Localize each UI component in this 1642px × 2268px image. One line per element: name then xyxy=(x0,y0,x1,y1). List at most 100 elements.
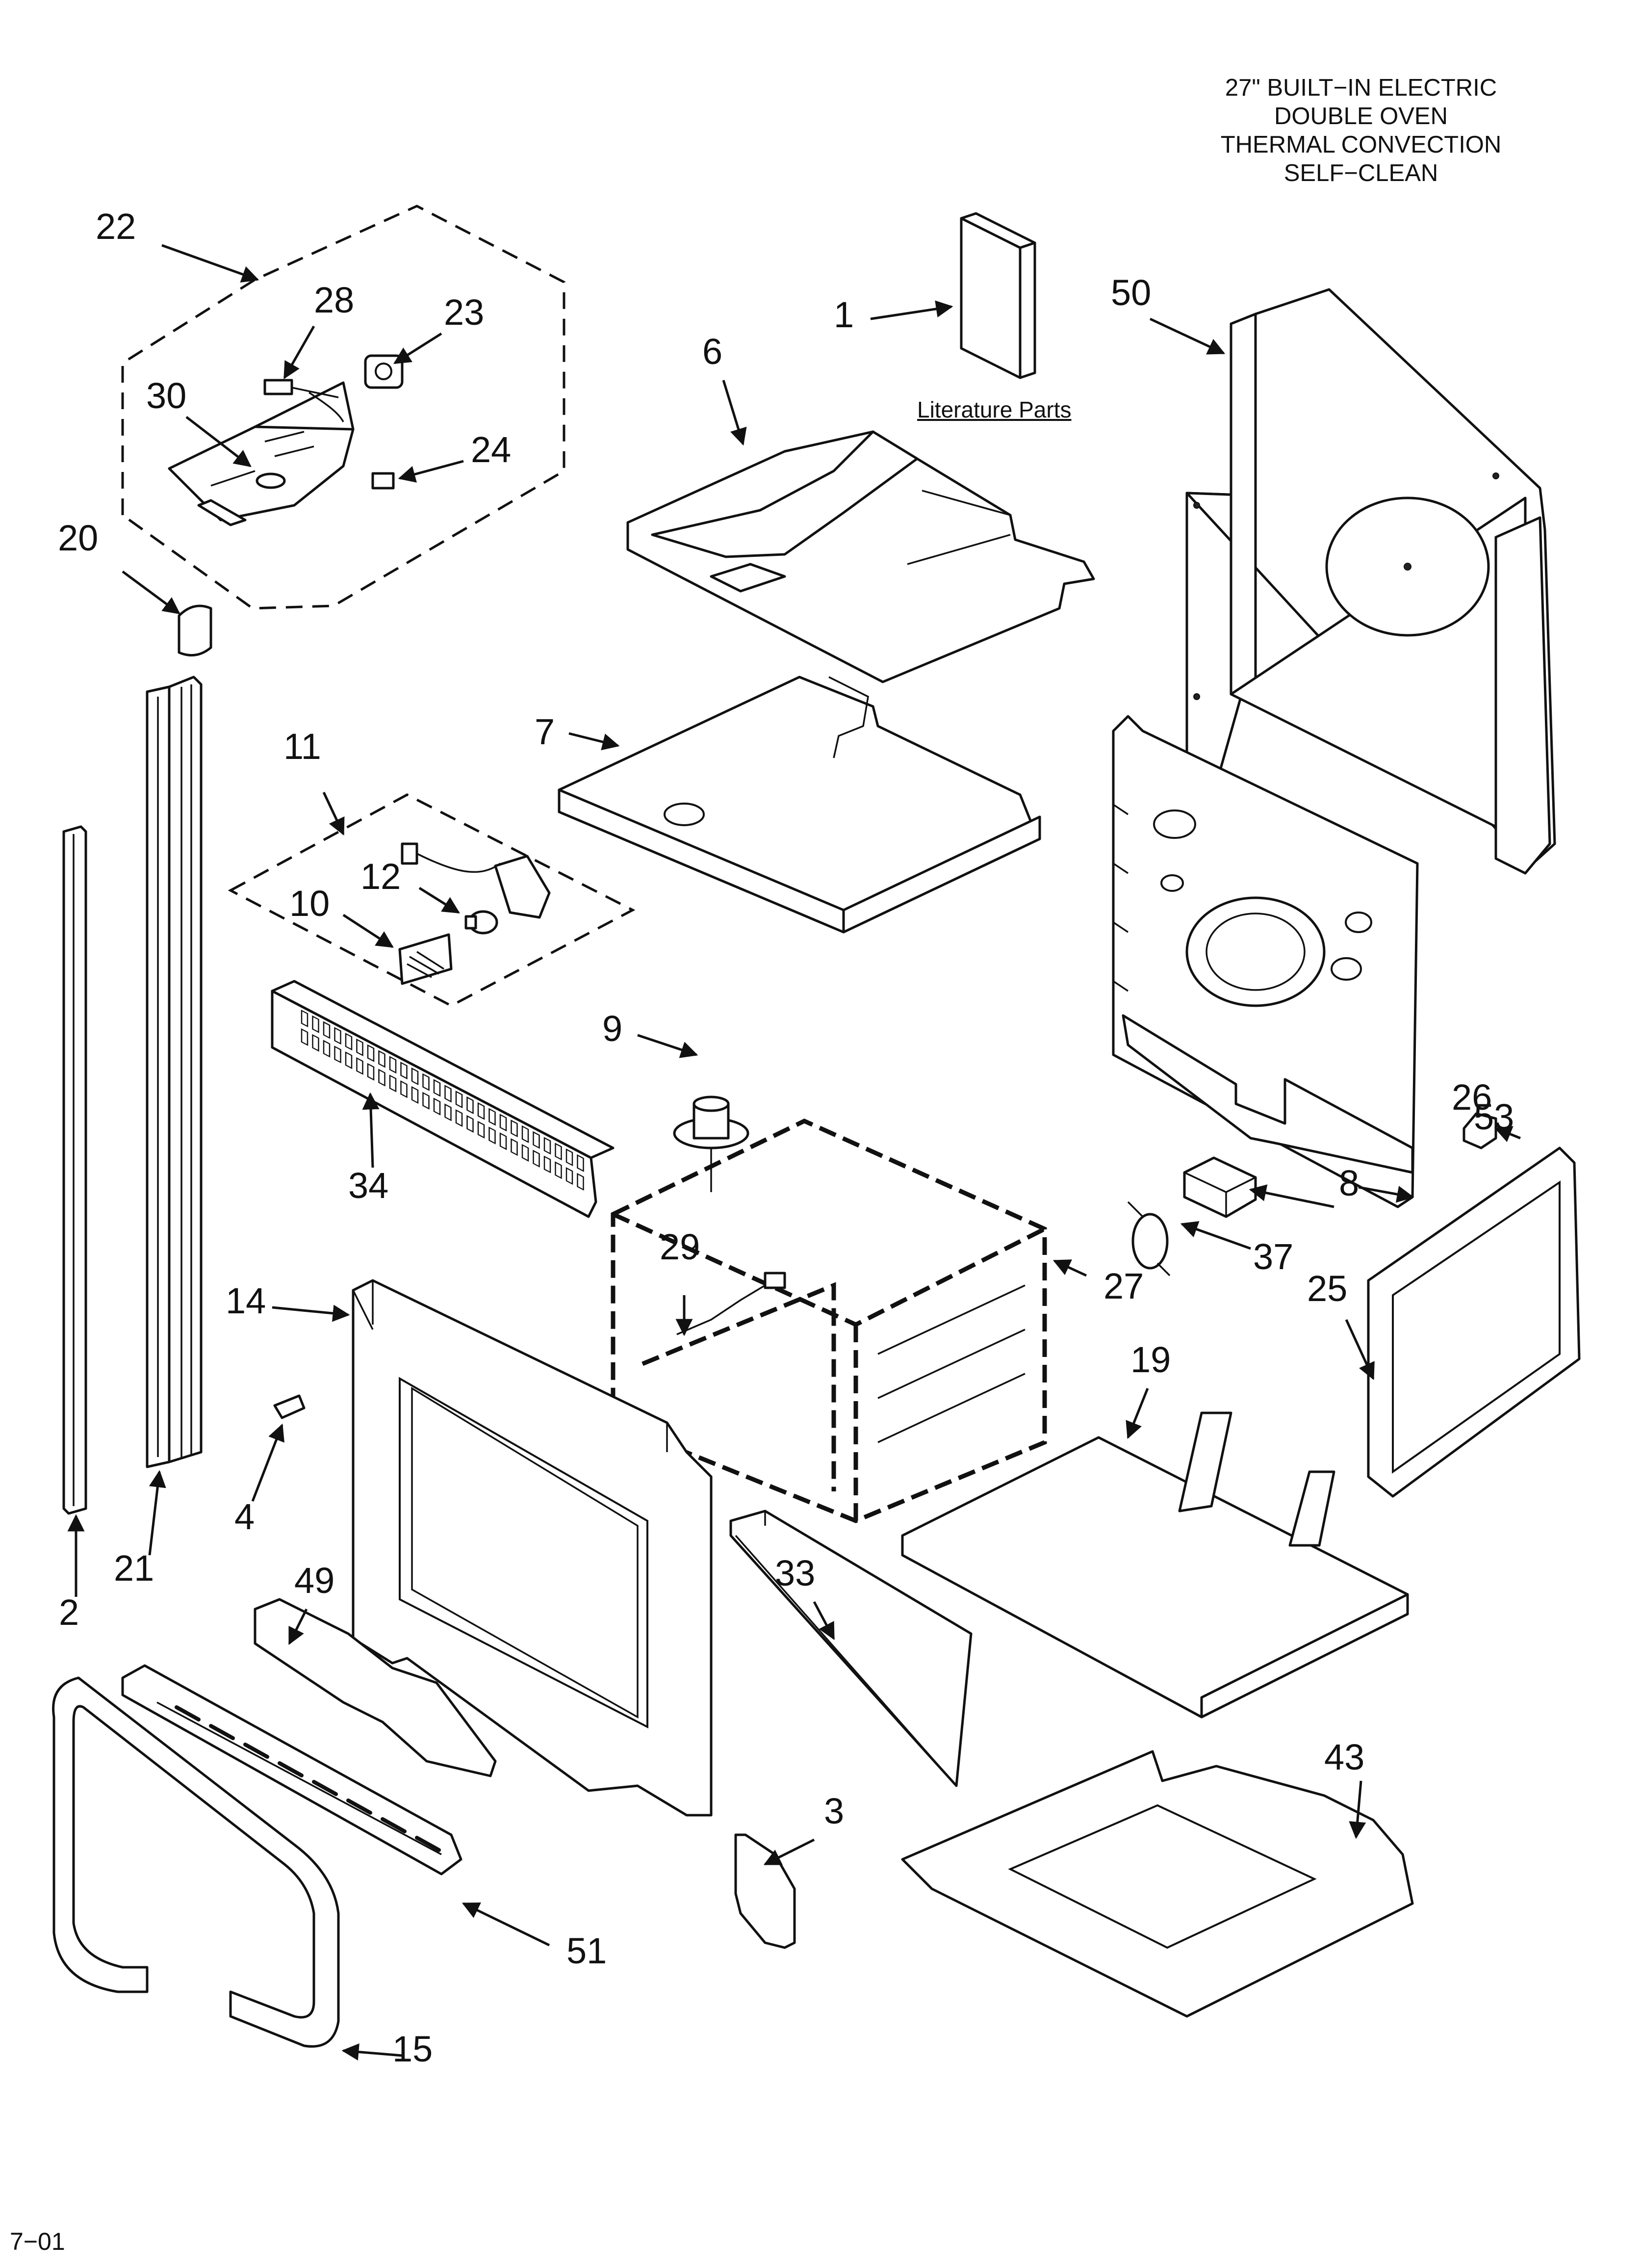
callout-6: 6 xyxy=(702,331,723,372)
callout-11: 11 xyxy=(283,726,321,767)
grille-slot xyxy=(488,1108,496,1126)
callout-1: 1 xyxy=(834,294,854,335)
grille-slot xyxy=(455,1091,463,1109)
callout-24: 24 xyxy=(471,429,512,470)
grille-slot xyxy=(543,1155,551,1173)
grille-slot xyxy=(565,1148,573,1167)
grille-slot xyxy=(301,1009,308,1028)
callout-26: 26 xyxy=(1452,1077,1492,1118)
grille-slot xyxy=(400,1062,408,1080)
callout-19: 19 xyxy=(1130,1339,1171,1380)
grille-slot xyxy=(433,1097,441,1116)
grille-slot xyxy=(555,1143,562,1161)
grille-slot xyxy=(533,1131,540,1149)
part-6-top-cover xyxy=(626,430,1095,683)
grille-slot xyxy=(477,1102,485,1120)
title-line-4: SELF−CLEAN xyxy=(1283,160,1438,186)
grille-slot xyxy=(312,1034,319,1052)
grille-slot xyxy=(367,1063,375,1081)
part-8-insulation-block xyxy=(1183,1156,1257,1218)
grille-slot xyxy=(543,1137,551,1155)
callout-4: 4 xyxy=(234,1496,255,1537)
part-9-fan-motor xyxy=(673,1095,749,1192)
grille-slot xyxy=(367,1044,375,1062)
callout-22: 22 xyxy=(96,206,136,247)
grille-slot xyxy=(499,1114,507,1132)
part-50-back-panel xyxy=(1185,288,1556,889)
grille-slot xyxy=(499,1132,507,1150)
trim-slot xyxy=(415,1836,441,1852)
part-33-angle-channel xyxy=(729,1510,973,1787)
part-49-support-bracket xyxy=(254,1598,497,1777)
part-34-vent-grille xyxy=(271,980,615,1218)
grille-slot xyxy=(378,1050,385,1068)
callout-8: 8 xyxy=(1339,1163,1360,1203)
grille-slot xyxy=(466,1096,474,1114)
trim-slot xyxy=(243,1743,269,1759)
part-15-door-gasket xyxy=(52,1676,340,2048)
callout-2: 2 xyxy=(59,1592,79,1633)
callout-50: 50 xyxy=(1111,272,1152,313)
grille-slot xyxy=(334,1045,341,1064)
grille-slot xyxy=(389,1074,397,1093)
grille-slot xyxy=(334,1027,341,1045)
trim-slot xyxy=(312,1780,338,1796)
callout-30: 30 xyxy=(146,375,187,416)
grille-slot xyxy=(477,1121,485,1139)
grille-slot xyxy=(378,1069,385,1087)
grille-slot xyxy=(455,1109,463,1127)
trim-slot xyxy=(175,1705,201,1721)
trim-slot xyxy=(346,1799,372,1815)
grille-slot xyxy=(565,1167,573,1185)
grille-slot xyxy=(389,1056,397,1074)
grille-slot xyxy=(422,1073,430,1091)
part-14-front-frame xyxy=(273,1279,713,1817)
grille-slot xyxy=(521,1125,529,1143)
grille-slot xyxy=(422,1092,430,1110)
callout-20: 20 xyxy=(58,518,99,558)
grille-slot xyxy=(521,1144,529,1162)
callout-9: 9 xyxy=(602,1008,623,1049)
part-20-end-cap xyxy=(178,604,212,657)
part-19-bottom-panel xyxy=(901,1411,1409,1719)
callout-25: 25 xyxy=(1307,1268,1348,1309)
callout-28: 28 xyxy=(314,280,355,320)
grille-slot xyxy=(488,1126,496,1145)
trim-slot xyxy=(278,1761,304,1777)
callout-49: 49 xyxy=(294,1560,335,1601)
title-line-1: 27" BUILT−IN ELECTRIC xyxy=(1225,75,1497,101)
title-line-2: DOUBLE OVEN xyxy=(1274,103,1448,130)
grille-slot xyxy=(466,1115,474,1133)
grille-slot xyxy=(411,1067,419,1085)
part-3-bracket xyxy=(734,1833,796,1949)
callout-51: 51 xyxy=(566,1930,607,1971)
callout-23: 23 xyxy=(444,292,485,333)
grille-slot xyxy=(400,1080,408,1098)
page-code: 7−01 xyxy=(10,2228,65,2255)
grille-slot xyxy=(533,1149,540,1168)
part-37-thermostat xyxy=(1127,1201,1171,1277)
grille-slot xyxy=(356,1038,363,1057)
part-2-vertical-strip xyxy=(62,825,87,1515)
grille-slot xyxy=(577,1154,584,1172)
grille-slot xyxy=(444,1103,452,1121)
part-43-bottom-tray xyxy=(901,1750,1414,2018)
grille-slot xyxy=(323,1021,331,1039)
grille-slot xyxy=(312,1015,319,1033)
part-21-side-trim xyxy=(146,676,203,1468)
trim-slot xyxy=(381,1817,407,1833)
diagram-title: 27" BUILT−IN ELECTRIC DOUBLE OVEN THERMA… xyxy=(1079,74,1642,187)
part-25-side-frame xyxy=(1367,1147,1581,1498)
callout-34: 34 xyxy=(348,1165,389,1206)
trim-slot xyxy=(209,1724,235,1740)
callout-29: 29 xyxy=(660,1226,700,1267)
callout-53: 53 xyxy=(1474,1096,1514,1137)
grille-slot xyxy=(555,1161,562,1179)
grille-slot xyxy=(511,1138,518,1156)
callout-43: 43 xyxy=(1324,1737,1365,1777)
callout-15: 15 xyxy=(392,2029,433,2069)
grille-slot xyxy=(433,1079,441,1097)
part-22-control-assembly xyxy=(121,205,565,610)
grille-slot xyxy=(345,1051,353,1069)
callout-33: 33 xyxy=(775,1553,816,1593)
